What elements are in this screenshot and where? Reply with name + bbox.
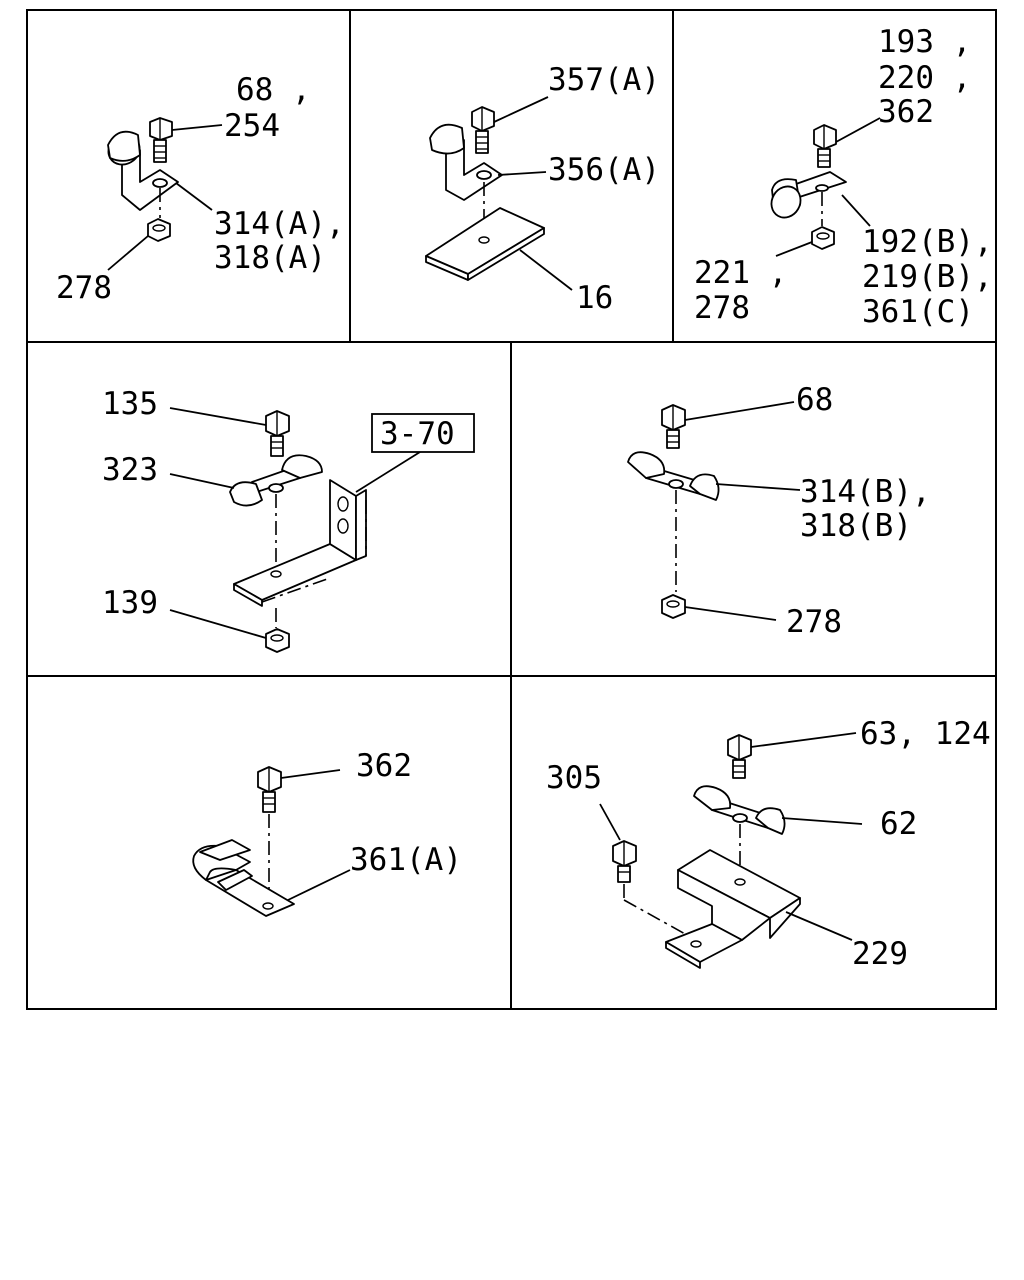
bolt-icon [257, 766, 282, 813]
bracket-icon [233, 479, 367, 607]
bolt-icon [149, 117, 173, 163]
nut-icon [265, 628, 290, 653]
reference-box [371, 413, 475, 453]
label-361c: 361(C) [862, 294, 974, 330]
label-361a: 361(A) [350, 842, 462, 878]
label-318b: 318(B) [800, 508, 912, 544]
bolt-icon [265, 410, 290, 457]
label-323: 323 [102, 452, 158, 488]
double-clip-icon [627, 451, 720, 501]
reference-3-70: 3-70 [380, 416, 455, 452]
label-305: 305 [546, 760, 602, 796]
nut-icon [147, 218, 171, 242]
label-135: 135 [102, 386, 158, 422]
label-220: 220 , [878, 60, 971, 96]
panel-6: 362 361(A) [192, 748, 462, 917]
label-192b: 192(B), [862, 224, 993, 260]
label-318a: 318(A) [214, 240, 326, 276]
label-62: 62 [880, 806, 917, 842]
label-139: 139 [102, 585, 158, 621]
label-278: 278 [694, 290, 750, 326]
panel-1: 68 , 254 314(A), 318(A) 278 [56, 72, 345, 306]
label-362: 362 [356, 748, 412, 784]
label-278: 278 [786, 604, 842, 640]
clip-icon [429, 123, 503, 201]
bolt-icon [471, 106, 495, 154]
nut-icon [661, 594, 686, 619]
double-clip-icon [693, 785, 786, 835]
bolt-icon [661, 404, 686, 449]
label-278: 278 [56, 270, 112, 306]
label-356a: 356(A) [548, 152, 660, 188]
double-clip-icon [229, 454, 323, 507]
label-219b: 219(B), [862, 259, 993, 295]
label-314b: 314(B), [800, 474, 931, 510]
panel-2: 357(A) 356(A) 16 [425, 62, 660, 316]
nut-icon [811, 226, 835, 250]
spring-clip-icon [192, 839, 295, 917]
label-221: 221 , [694, 255, 787, 291]
label-362: 362 [878, 94, 934, 130]
panel-5: 68 314(B), 318(B) 278 [627, 382, 931, 640]
label-193: 193 , [878, 24, 971, 60]
label-68: 68 [796, 382, 833, 418]
label-314a: 314(A), [214, 206, 345, 242]
panel-4: 3-70 135 323 139 [102, 386, 475, 653]
label-16: 16 [576, 280, 613, 316]
plate-icon [425, 207, 545, 281]
bolt-icon [813, 124, 837, 168]
label-63-124: 63, 124 [860, 716, 991, 752]
bolt-icon [612, 840, 637, 883]
label-229: 229 [852, 936, 908, 972]
panel-3: 193 , 220 , 362 192(B), 219(B), 361(C) 2… [694, 24, 993, 330]
panel-grid [26, 9, 997, 1010]
bolt-icon [727, 734, 752, 779]
label-254: 254 [224, 108, 280, 144]
panel-7: 63, 124 305 62 229 [546, 716, 991, 972]
bracket-icon [665, 849, 801, 969]
clip-icon [770, 171, 847, 219]
label-68-254: 68 , [236, 72, 311, 108]
clip-icon [107, 130, 179, 211]
label-357a: 357(A) [548, 62, 660, 98]
